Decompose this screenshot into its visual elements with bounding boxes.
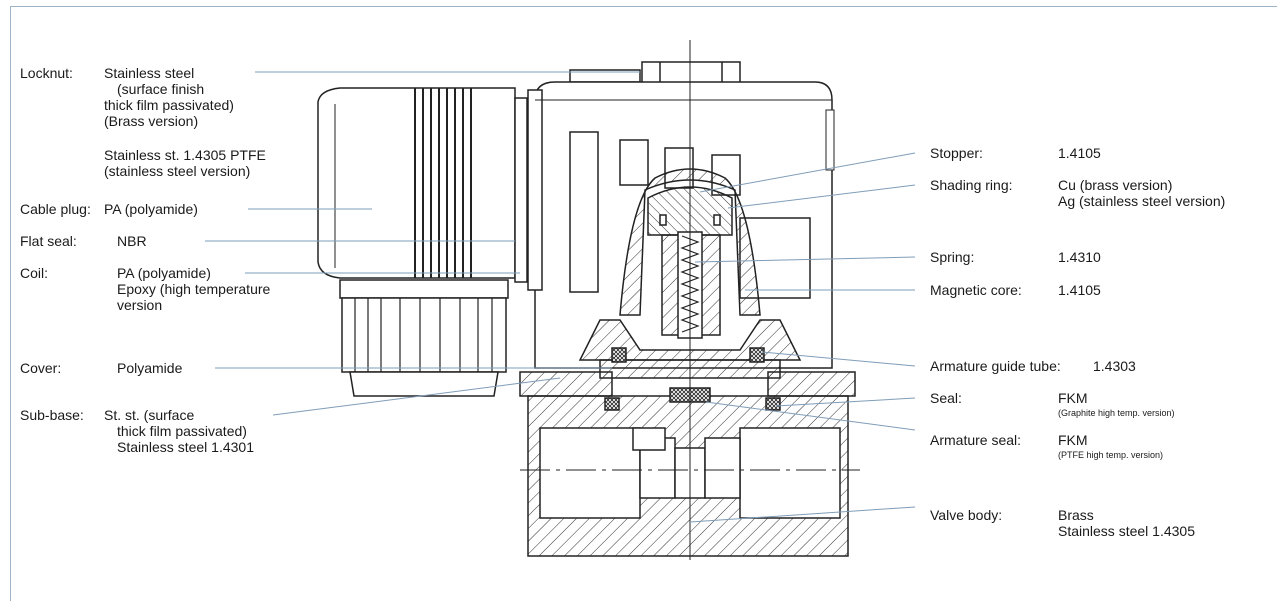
coil-line-1: PA (polyamide) [117, 265, 211, 281]
cable-gland [339, 279, 509, 397]
spring-value: 1.4310 [1058, 249, 1101, 265]
coil-name: Coil: [20, 265, 49, 281]
cable-plug [317, 87, 528, 283]
armature-seal-note: (PTFE high temp. version) [1058, 450, 1164, 460]
stopper-name: Stopper: [930, 145, 983, 161]
coil-line-2: Epoxy (high temperature [117, 281, 271, 297]
seal-value: FKM [1058, 390, 1088, 406]
valve-body [519, 347, 856, 557]
cover-value: Polyamide [117, 360, 183, 376]
leader-lines [205, 71, 916, 523]
cable-plug-name: Cable plug: [20, 201, 91, 217]
locknut-name: Locknut: [20, 65, 73, 81]
armature-guide-tube-value: 1.4303 [1093, 358, 1136, 374]
locknut-line-3: thick film passivated) [104, 97, 234, 113]
sub-base-line-2: thick film passivated) [117, 423, 247, 439]
sub-base-name: Sub-base: [20, 407, 84, 423]
flat-seal-value: NBR [117, 233, 147, 249]
magnetic-core-name: Magnetic core: [930, 282, 1022, 298]
locknut-line-4: (Brass version) [104, 113, 199, 129]
seal-note: (Graphite high temp. version) [1058, 408, 1175, 418]
cover-name: Cover: [20, 360, 62, 376]
flat-seal-name: Flat seal: [20, 233, 77, 249]
locknut-alt-1: Stainless st. 1.4305 PTFE [104, 147, 266, 163]
shading-ring-line-1: Cu (brass version) [1058, 177, 1173, 193]
seal-name: Seal: [930, 390, 962, 406]
shading-ring-line-2: Ag (stainless steel version) [1058, 193, 1226, 209]
shading-ring-name: Shading ring: [930, 177, 1013, 193]
locknut-line-1: Stainless steel [104, 65, 195, 81]
valve-body-line-2: Stainless steel 1.4305 [1058, 523, 1195, 539]
valve-body-name: Valve body: [930, 507, 1003, 523]
cable-plug-value: PA (polyamide) [104, 201, 198, 217]
locknut-line-2: (surface finish [117, 81, 205, 97]
valve-body-line-1: Brass [1058, 507, 1094, 523]
locknut-alt-2: (stainless steel version) [104, 163, 251, 179]
coil-line-3: version [117, 297, 163, 313]
sub-base-line-3: Stainless steel 1.4301 [117, 439, 254, 455]
stopper-value: 1.4105 [1058, 145, 1101, 161]
armature-seal-name: Armature seal: [930, 432, 1022, 448]
spring-name: Spring: [930, 249, 975, 265]
armature-guide-tube-name: Armature guide tube: [930, 358, 1061, 374]
magnetic-core-value: 1.4105 [1058, 282, 1101, 298]
armature-seal-value: FKM [1058, 432, 1088, 448]
sub-base-line-1: St. st. (surface [104, 407, 195, 423]
diagram-frame [10, 6, 1277, 601]
